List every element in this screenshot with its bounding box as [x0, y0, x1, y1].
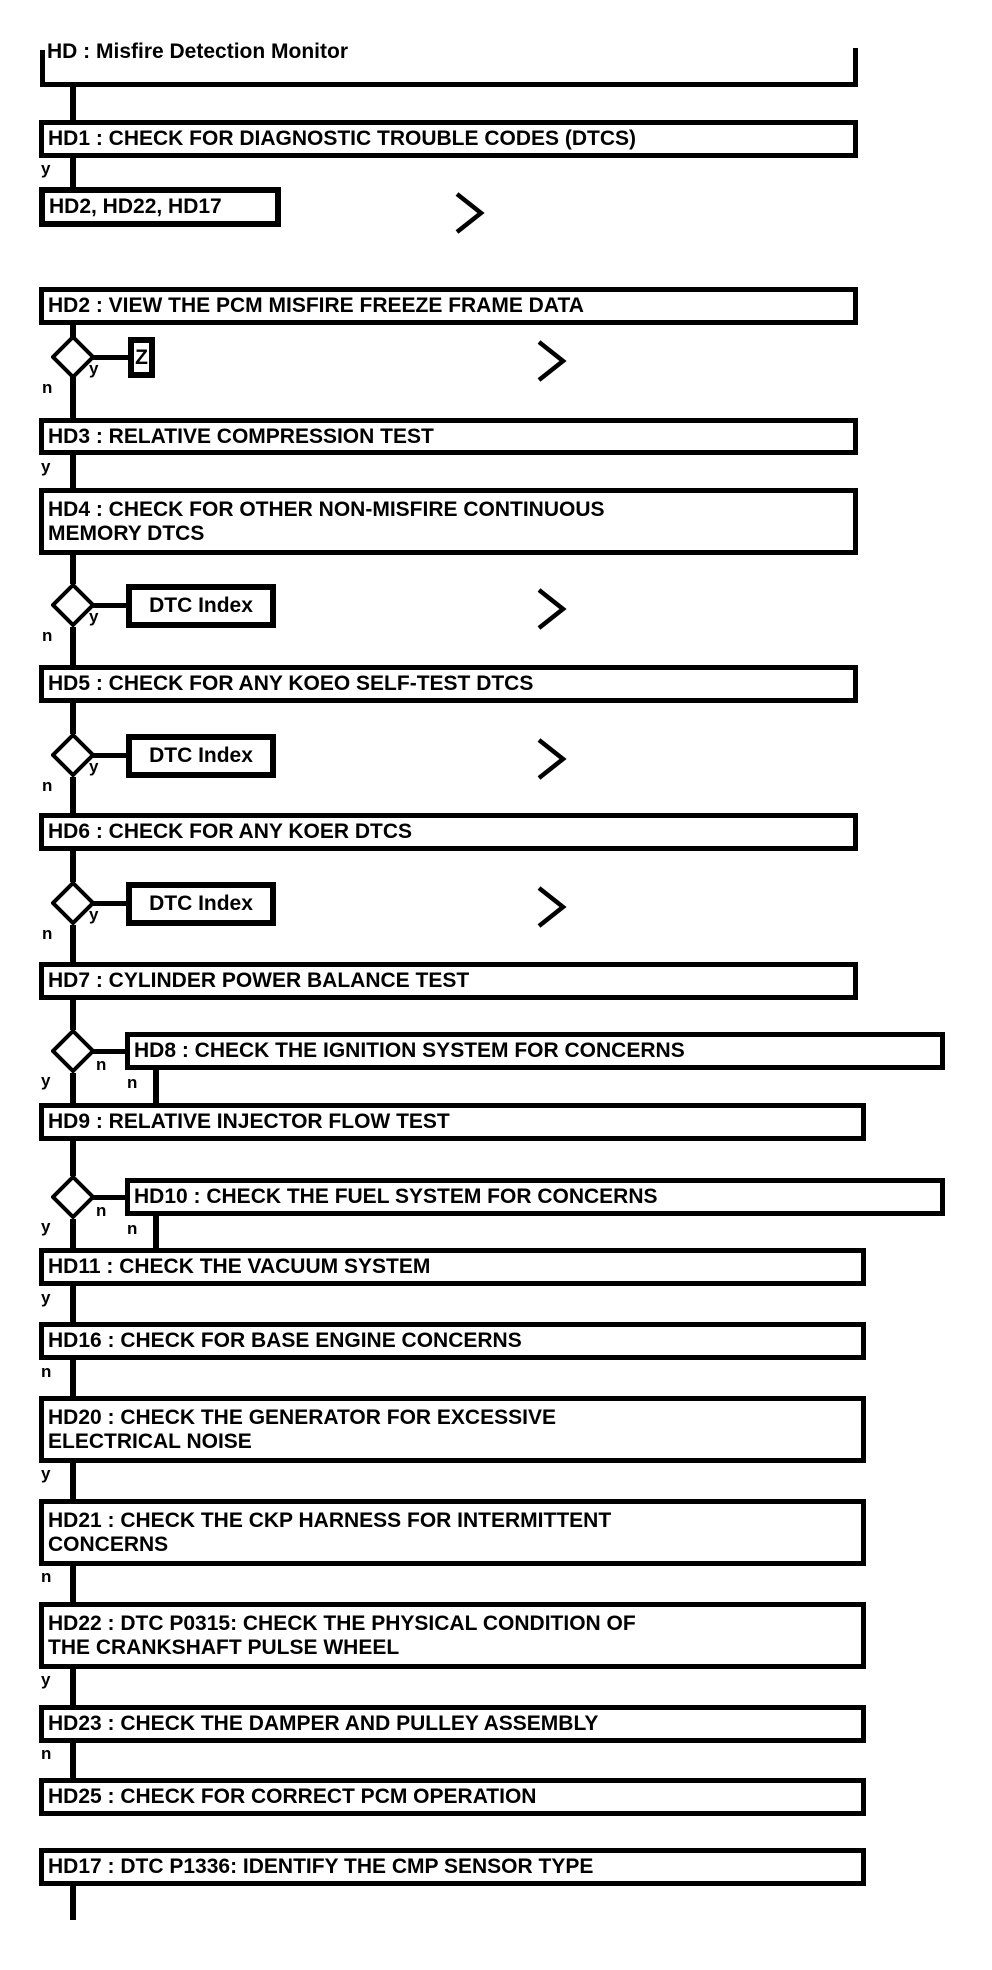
- branch-label-n: n: [41, 1567, 52, 1586]
- step-box-hd1: HD1 : CHECK FOR DIAGNOSTIC TROUBLE CODES…: [39, 120, 858, 158]
- decision-diamond-hd5: [51, 733, 95, 777]
- step-box-hd3: HD3 : RELATIVE COMPRESSION TEST: [39, 418, 858, 455]
- branch-line: [93, 753, 126, 758]
- step-box-hd21: HD21 : CHECK THE CKP HARNESS FOR INTERMI…: [39, 1499, 866, 1566]
- connector-line: [70, 1286, 76, 1323]
- step-box-hd20: HD20 : CHECK THE GENERATOR FOR EXCESSIVE…: [39, 1396, 866, 1463]
- connector-line: [70, 1566, 76, 1603]
- offpage-chevron-icon[interactable]: [534, 338, 568, 384]
- branch-label-n: n: [42, 378, 53, 397]
- offpage-chevron-icon[interactable]: [534, 586, 568, 632]
- connector-line: [70, 555, 76, 584]
- step-box-hd9: HD9 : RELATIVE INJECTOR FLOW TEST: [39, 1103, 866, 1141]
- decision-diamond-hd4: [51, 583, 95, 627]
- step-box-hd7: HD7 : CYLINDER POWER BALANCE TEST: [39, 962, 858, 1000]
- ref-box-dtc-index-3[interactable]: DTC Index: [126, 882, 276, 926]
- step-box-hd25: HD25 : CHECK FOR CORRECT PCM OPERATION: [39, 1778, 866, 1816]
- connector-line: [70, 377, 76, 419]
- branch-label-y: y: [41, 159, 51, 178]
- connector-line: [70, 703, 76, 734]
- connector-line: [70, 1669, 76, 1706]
- branch-label-n: n: [41, 1744, 52, 1763]
- connector-line: [153, 1216, 159, 1249]
- step-box-hd2: HD2 : VIEW THE PCM MISFIRE FREEZE FRAME …: [39, 287, 858, 325]
- connector-line: [70, 455, 76, 489]
- connector-line: [70, 87, 76, 121]
- step-box-hd5: HD5 : CHECK FOR ANY KOEO SELF-TEST DTCS: [39, 665, 858, 703]
- connector-line: [70, 851, 76, 882]
- branch-label-n: n: [127, 1219, 138, 1238]
- title-right-tick: [853, 48, 858, 87]
- offpage-chevron-icon[interactable]: [534, 884, 568, 930]
- title-left-tick: [40, 50, 45, 87]
- step-box-hd8: HD8 : CHECK THE IGNITION SYSTEM FOR CONC…: [125, 1032, 945, 1070]
- connector-line: [70, 777, 76, 814]
- branch-label-n: n: [96, 1055, 107, 1074]
- branch-line: [93, 901, 126, 906]
- branch-line: [93, 355, 128, 360]
- flowchart-title: HD : Misfire Detection Monitor: [47, 40, 349, 63]
- branch-label-y: y: [89, 905, 99, 924]
- branch-label-n: n: [96, 1201, 107, 1220]
- step-box-hd10: HD10 : CHECK THE FUEL SYSTEM FOR CONCERN…: [125, 1178, 945, 1216]
- connector-line: [70, 1000, 76, 1030]
- step-box-hd17: HD17 : DTC P1336: IDENTIFY THE CMP SENSO…: [39, 1848, 866, 1886]
- decision-diamond-hd9: [51, 1175, 95, 1219]
- step-box-hd23: HD23 : CHECK THE DAMPER AND PULLEY ASSEM…: [39, 1705, 866, 1743]
- connector-line: [70, 158, 76, 188]
- branch-label-n: n: [42, 924, 53, 943]
- ref-box-freeze-frame-z[interactable]: Z: [128, 337, 155, 378]
- branch-label-y: y: [41, 1670, 51, 1689]
- branch-label-y: y: [41, 1217, 51, 1236]
- connector-line: [70, 1360, 76, 1397]
- branch-line: [93, 1049, 125, 1054]
- offpage-chevron-icon[interactable]: [534, 736, 568, 782]
- step-box-hd6: HD6 : CHECK FOR ANY KOER DTCS: [39, 813, 858, 851]
- step-box-hd22: HD22 : DTC P0315: CHECK THE PHYSICAL CON…: [39, 1602, 866, 1669]
- branch-label-y: y: [89, 607, 99, 626]
- offpage-chevron-icon[interactable]: [452, 190, 486, 236]
- step-box-hd11: HD11 : CHECK THE VACUUM SYSTEM: [39, 1248, 866, 1286]
- branch-label-y: y: [89, 359, 99, 378]
- connector-line: [70, 1743, 76, 1779]
- branch-label-y: y: [89, 757, 99, 776]
- decision-diamond-hd6: [51, 881, 95, 925]
- connector-line: [70, 1219, 76, 1249]
- ref-box-dtc-index-2[interactable]: DTC Index: [126, 734, 276, 778]
- connector-line: [70, 627, 76, 666]
- connector-line: [70, 1886, 76, 1920]
- branch-label-n: n: [41, 1362, 52, 1381]
- connector-line: [153, 1070, 159, 1104]
- connector-line: [70, 1141, 76, 1176]
- branch-label-y: y: [41, 1464, 51, 1483]
- connector-line: [70, 1073, 76, 1104]
- branch-label-y: y: [41, 1288, 51, 1307]
- branch-label-n: n: [42, 776, 53, 795]
- step-box-hd4: HD4 : CHECK FOR OTHER NON-MISFIRE CONTIN…: [39, 488, 858, 555]
- branch-line: [93, 603, 126, 608]
- connector-line: [70, 925, 76, 963]
- connector-line: [70, 1463, 76, 1500]
- step-box-hd16: HD16 : CHECK FOR BASE ENGINE CONCERNS: [39, 1322, 866, 1360]
- branch-label-n: n: [127, 1073, 138, 1092]
- ref-box-goto-hd2-hd22-hd17[interactable]: HD2, HD22, HD17: [39, 187, 281, 227]
- connector-line: [70, 325, 76, 339]
- branch-label-n: n: [42, 626, 53, 645]
- title-underline: [40, 82, 858, 87]
- branch-label-y: y: [41, 1071, 51, 1090]
- decision-diamond-hd7: [51, 1029, 95, 1073]
- ref-box-dtc-index-1[interactable]: DTC Index: [126, 584, 276, 628]
- branch-line: [93, 1195, 125, 1200]
- branch-label-y: y: [41, 457, 51, 476]
